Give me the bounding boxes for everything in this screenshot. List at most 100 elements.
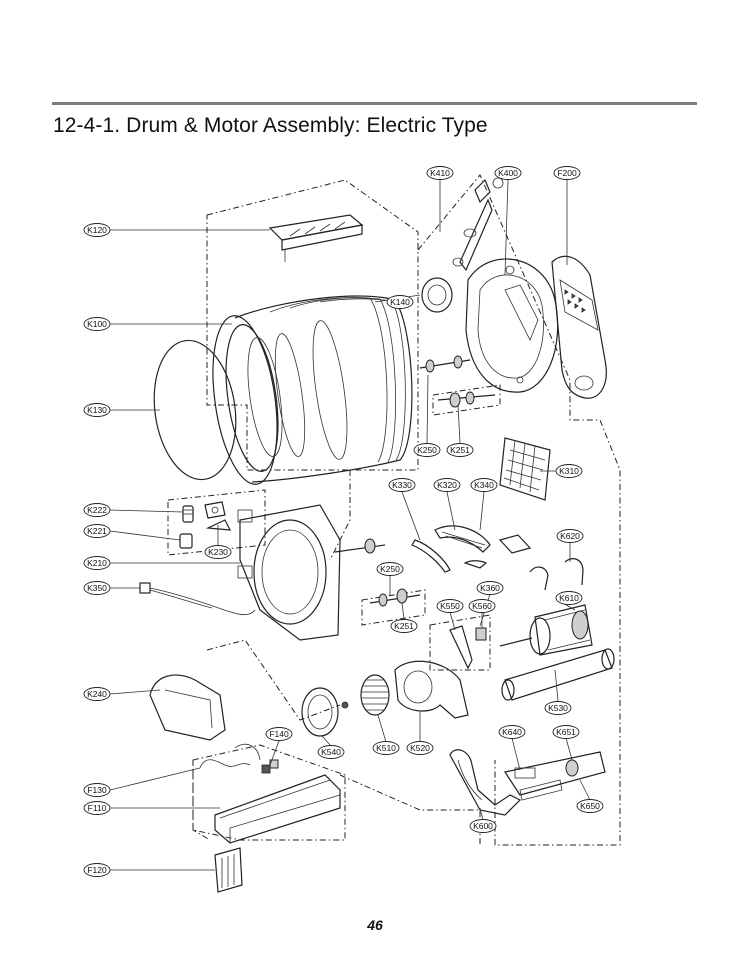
bracket-boundary xyxy=(167,489,266,556)
svg-text:K230: K230 xyxy=(208,547,228,557)
front-bulkhead-part xyxy=(237,504,341,641)
svg-text:K251: K251 xyxy=(394,621,414,631)
svg-text:K100: K100 xyxy=(87,319,107,329)
part-label-K640: K640 xyxy=(498,725,526,739)
exhaust-duct-part xyxy=(501,648,615,701)
svg-text:K240: K240 xyxy=(87,689,107,699)
motor-bracket-part xyxy=(504,751,606,801)
rear-bulkhead-boundary xyxy=(417,174,621,846)
svg-text:F200: F200 xyxy=(557,168,577,178)
svg-text:K530: K530 xyxy=(548,703,568,713)
part-label-K510: K510 xyxy=(372,741,400,755)
part-label-K100: K100 xyxy=(83,317,111,331)
svg-text:F130: F130 xyxy=(87,785,107,795)
part-label-K130: K130 xyxy=(83,403,111,417)
svg-text:F120: F120 xyxy=(87,865,107,875)
header-rule xyxy=(52,102,697,105)
part-label-K210: K210 xyxy=(83,556,111,570)
motor-part xyxy=(499,604,593,656)
front-cover-part xyxy=(149,674,226,741)
part-label-K240: K240 xyxy=(83,687,111,701)
svg-text:K550: K550 xyxy=(440,601,460,611)
part-label-K350: K350 xyxy=(83,581,111,595)
page-number: 46 xyxy=(367,917,383,933)
motor-mount-part xyxy=(449,749,522,816)
svg-text:K320: K320 xyxy=(437,480,457,490)
part-label-K600: K600 xyxy=(469,819,497,833)
motor-clamp-part xyxy=(529,558,584,591)
svg-text:K651: K651 xyxy=(556,727,576,737)
svg-text:K640: K640 xyxy=(502,727,522,737)
thermostat-part xyxy=(179,501,232,549)
svg-text:K251: K251 xyxy=(450,445,470,455)
part-label-K650: K650 xyxy=(576,799,604,813)
part-label-K550: K550 xyxy=(436,599,464,613)
drum-assembly-boundary xyxy=(206,179,419,471)
svg-text:K510: K510 xyxy=(376,743,396,753)
part-label-K560: K560 xyxy=(468,599,496,613)
svg-text:K350: K350 xyxy=(87,583,107,593)
part-label-K120: K120 xyxy=(83,223,111,237)
rear-support-part xyxy=(452,177,504,272)
part-label-K400: K400 xyxy=(494,166,522,180)
drum-part xyxy=(212,295,413,485)
lint-filter-part xyxy=(499,437,551,501)
front-roller-part xyxy=(334,538,421,607)
svg-text:F140: F140 xyxy=(269,729,289,739)
page-title: 12-4-1. Drum & Motor Assembly: Electric … xyxy=(53,114,488,137)
blower-wheel-part xyxy=(341,674,390,716)
part-label-K310: K310 xyxy=(555,464,583,478)
part-label-K251-rear: K251 xyxy=(446,443,474,457)
svg-text:K222: K222 xyxy=(87,505,107,515)
part-label-K520: K520 xyxy=(406,741,434,755)
part-label-K250-front: K250 xyxy=(376,562,404,576)
svg-text:K250: K250 xyxy=(380,564,400,574)
idler-part xyxy=(449,625,487,670)
part-label-K610: K610 xyxy=(555,591,583,605)
part-label-F140: F140 xyxy=(265,727,293,741)
blower-seal-part xyxy=(301,687,339,737)
svg-text:K360: K360 xyxy=(480,583,500,593)
svg-text:K540: K540 xyxy=(321,747,341,757)
heater-element-part xyxy=(214,847,243,893)
part-label-K320: K320 xyxy=(433,478,461,492)
roller-boundary xyxy=(432,384,501,416)
part-label-K221: K221 xyxy=(83,524,111,538)
drum-glide-part xyxy=(411,525,532,573)
svg-text:K620: K620 xyxy=(560,531,580,541)
part-label-K360: K360 xyxy=(476,581,504,595)
part-label-K540: K540 xyxy=(317,745,345,759)
part-label-K330: K330 xyxy=(388,478,416,492)
blower-housing-part xyxy=(394,660,469,719)
part-label-K140: K140 xyxy=(386,295,414,309)
flame-sensor-part xyxy=(199,743,279,774)
rear-seal-part xyxy=(421,277,453,313)
burner-boundary xyxy=(192,744,346,841)
part-label-K410: K410 xyxy=(426,166,454,180)
svg-text:K120: K120 xyxy=(87,225,107,235)
svg-text:K340: K340 xyxy=(474,480,494,490)
drum-belt-part xyxy=(153,339,237,481)
part-label-K251-front: K251 xyxy=(390,619,418,633)
part-label-K530: K530 xyxy=(544,701,572,715)
heater-boundary xyxy=(192,760,211,841)
svg-text:K560: K560 xyxy=(472,601,492,611)
rear-roller-part xyxy=(419,355,496,408)
part-label-F130: F130 xyxy=(83,783,111,797)
part-label-K250-rear: K250 xyxy=(413,443,441,457)
svg-text:F110: F110 xyxy=(88,803,107,813)
leader-lines xyxy=(109,179,591,871)
motor-connect-line xyxy=(339,774,481,845)
part-label-F120: F120 xyxy=(83,863,111,877)
part-label-K340: K340 xyxy=(470,478,498,492)
svg-text:K130: K130 xyxy=(87,405,107,415)
part-label-K620: K620 xyxy=(556,529,584,543)
svg-text:K330: K330 xyxy=(392,480,412,490)
part-label-F200: F200 xyxy=(553,166,581,180)
control-panel-part xyxy=(551,255,607,399)
heater-housing-part xyxy=(214,774,341,844)
wire-harness-part xyxy=(139,582,256,616)
part-label-K651: K651 xyxy=(552,725,580,739)
front-connect-line xyxy=(329,470,351,561)
lint-duct-part xyxy=(268,214,364,262)
